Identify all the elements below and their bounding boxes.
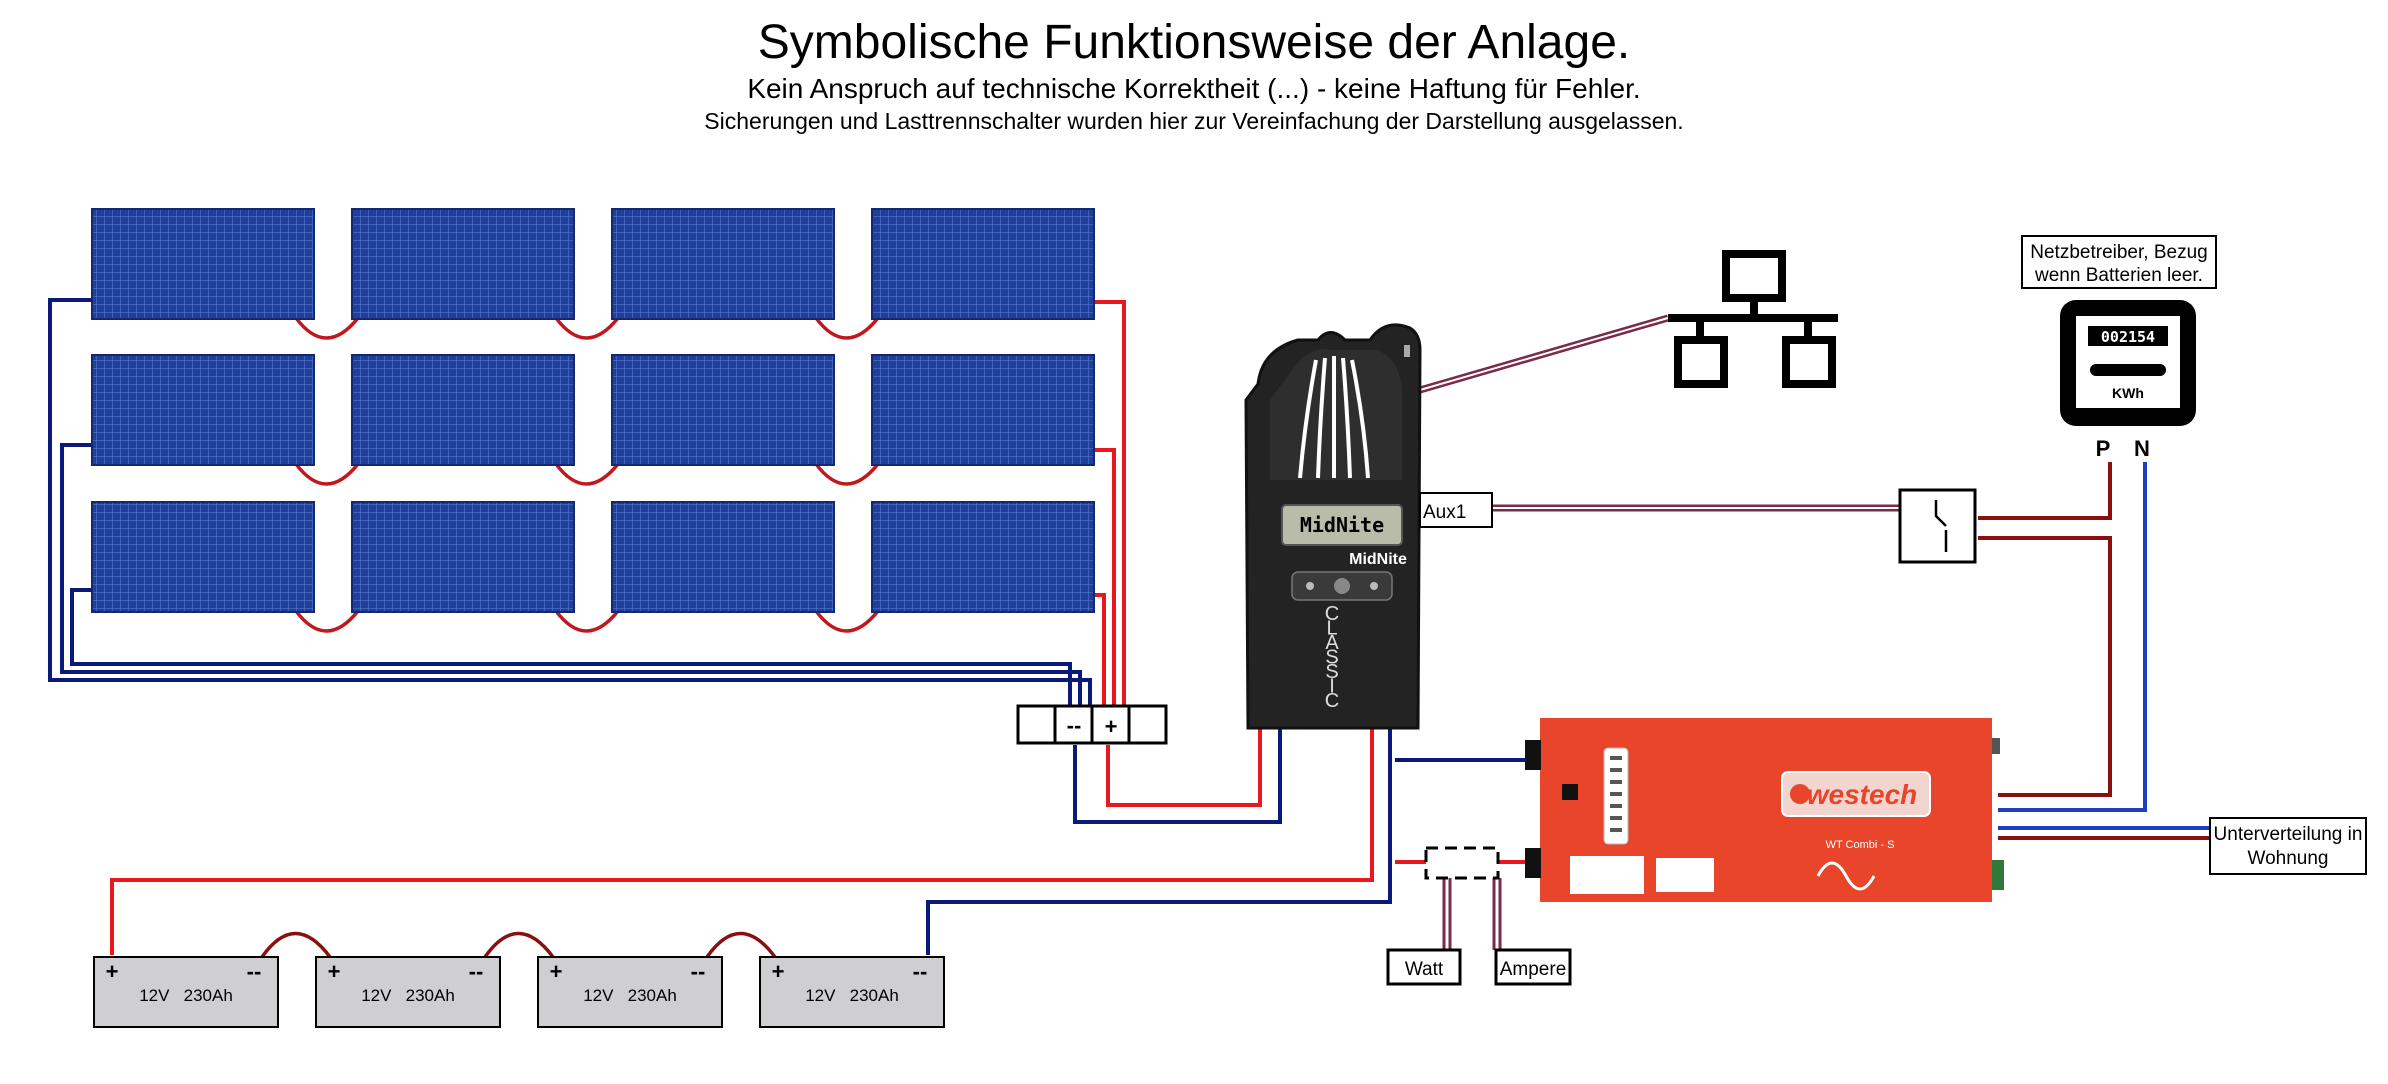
distribution-line2: Wohnung <box>2248 848 2329 869</box>
solar-panel <box>351 501 575 613</box>
watt-label-box: Watt <box>1386 948 1462 986</box>
battery-minus-label: -- <box>691 959 706 984</box>
combiner-plus-label: + <box>1105 714 1118 739</box>
distribution-line1: Unterverteilung in <box>2214 824 2363 845</box>
combiner-minus-label: -- <box>1067 713 1082 738</box>
meter-label-line1: Netzbetreiber, Bezug <box>2030 242 2207 263</box>
ampere-label: Ampere <box>1500 959 1567 980</box>
battery-plus-label: + <box>106 959 119 984</box>
battery-minus-label: -- <box>913 959 928 984</box>
diagram-note: Sicherungen und Lasttrennschalter wurden… <box>704 108 1683 134</box>
solar-panel <box>611 354 835 466</box>
combiner-to-controller-wiring <box>1073 728 1282 824</box>
controller-display <box>1281 504 1403 546</box>
inverter-logo-badge <box>1781 771 1931 817</box>
dc-bus-wiring <box>110 728 1525 955</box>
combiner-box: -- + <box>1016 704 1168 745</box>
battery-body <box>315 956 501 1028</box>
solar-panel <box>871 501 1095 613</box>
battery-label: 12V 230Ah <box>361 986 455 1005</box>
solar-panel-array <box>91 208 1095 613</box>
pv-positive-wire-row3 <box>1092 593 1106 705</box>
solar-panel <box>351 354 575 466</box>
meter-phase-label: P <box>2096 436 2111 461</box>
pv-negative-wire-row2 <box>60 443 1082 705</box>
battery-body <box>759 956 945 1028</box>
controller-vents <box>1298 356 1370 479</box>
diagram-subtitle: Kein Anspruch auf technische Korrektheit… <box>747 73 1640 104</box>
network-icon <box>1668 250 1838 388</box>
meter-unit: KWh <box>2112 385 2144 401</box>
inverter-charger: westech WT Combi - S <box>1525 718 2004 902</box>
grid-wiring <box>1978 462 2210 840</box>
battery: + -- 12V 230Ah <box>93 956 279 1028</box>
meter-label-box: Netzbetreiber, Bezug wenn Batterien leer… <box>2021 235 2217 289</box>
battery-body <box>537 956 723 1028</box>
solar-panel <box>91 501 315 613</box>
pv-wiring <box>48 298 1126 705</box>
battery-bank: + -- 12V 230Ah + -- 12V 230Ah + -- 12V 230Ah + -- 1… <box>93 956 945 1028</box>
battery: + -- 12V 230Ah <box>537 956 723 1028</box>
controller-display-brand: MidNite <box>1300 513 1384 537</box>
solar-panel <box>91 208 315 320</box>
electricity-meter: 002154 KWh <box>2060 300 2196 426</box>
solar-panel <box>871 354 1095 466</box>
pv-positive-wire-row1 <box>1092 300 1126 705</box>
solar-panel <box>611 501 835 613</box>
pv-negative-wire-row3 <box>70 588 1072 705</box>
battery-label: 12V 230Ah <box>139 986 233 1005</box>
inverter-brand: westech <box>1807 779 1918 810</box>
battery-minus-label: -- <box>247 959 262 984</box>
battery-plus-label: + <box>328 959 341 984</box>
pv-series-loops <box>294 316 880 633</box>
battery-label: 12V 230Ah <box>583 986 677 1005</box>
measurement-shunt <box>1424 846 1500 880</box>
solar-panel <box>351 208 575 320</box>
pv-negative-wire-row1 <box>48 298 1092 705</box>
watt-label: Watt <box>1405 959 1444 980</box>
battery-label: 12V 230Ah <box>805 986 899 1005</box>
controller-keypad[interactable] <box>1291 571 1393 601</box>
meter-label-line2: wenn Batterien leer. <box>2034 265 2203 286</box>
pv-positive-wire-row2 <box>1092 448 1116 705</box>
battery-minus-label: -- <box>469 959 484 984</box>
controller-brand-logo: MidNite <box>1349 551 1407 568</box>
solar-panel <box>871 208 1095 320</box>
distribution-label-box: Unterverteilung in Wohnung <box>2209 817 2367 875</box>
inverter-model: WT Combi - S <box>1826 839 1895 851</box>
diagram-title: Symbolische Funktionsweise der Anlage. <box>758 16 1630 69</box>
network-wire <box>1419 314 1669 394</box>
meter-neutral-label: N <box>2134 436 2150 461</box>
aux1-label-box: Aux1 <box>1419 492 1493 528</box>
battery-plus-label: + <box>550 959 563 984</box>
ampere-label-box: Ampere <box>1494 948 1572 986</box>
solar-panel <box>611 208 835 320</box>
battery-body <box>93 956 279 1028</box>
measurement-leads <box>1442 878 1502 950</box>
battery-plus-label: + <box>772 959 785 984</box>
solar-panel <box>91 354 315 466</box>
aux1-label: Aux1 <box>1423 502 1466 523</box>
battery: + -- 12V 230Ah <box>315 956 501 1028</box>
battery-series-loops <box>260 931 777 959</box>
meter-reading: 002154 <box>2101 328 2155 346</box>
aux-relay-switch <box>1898 488 1977 564</box>
battery: + -- 12V 230Ah <box>759 956 945 1028</box>
